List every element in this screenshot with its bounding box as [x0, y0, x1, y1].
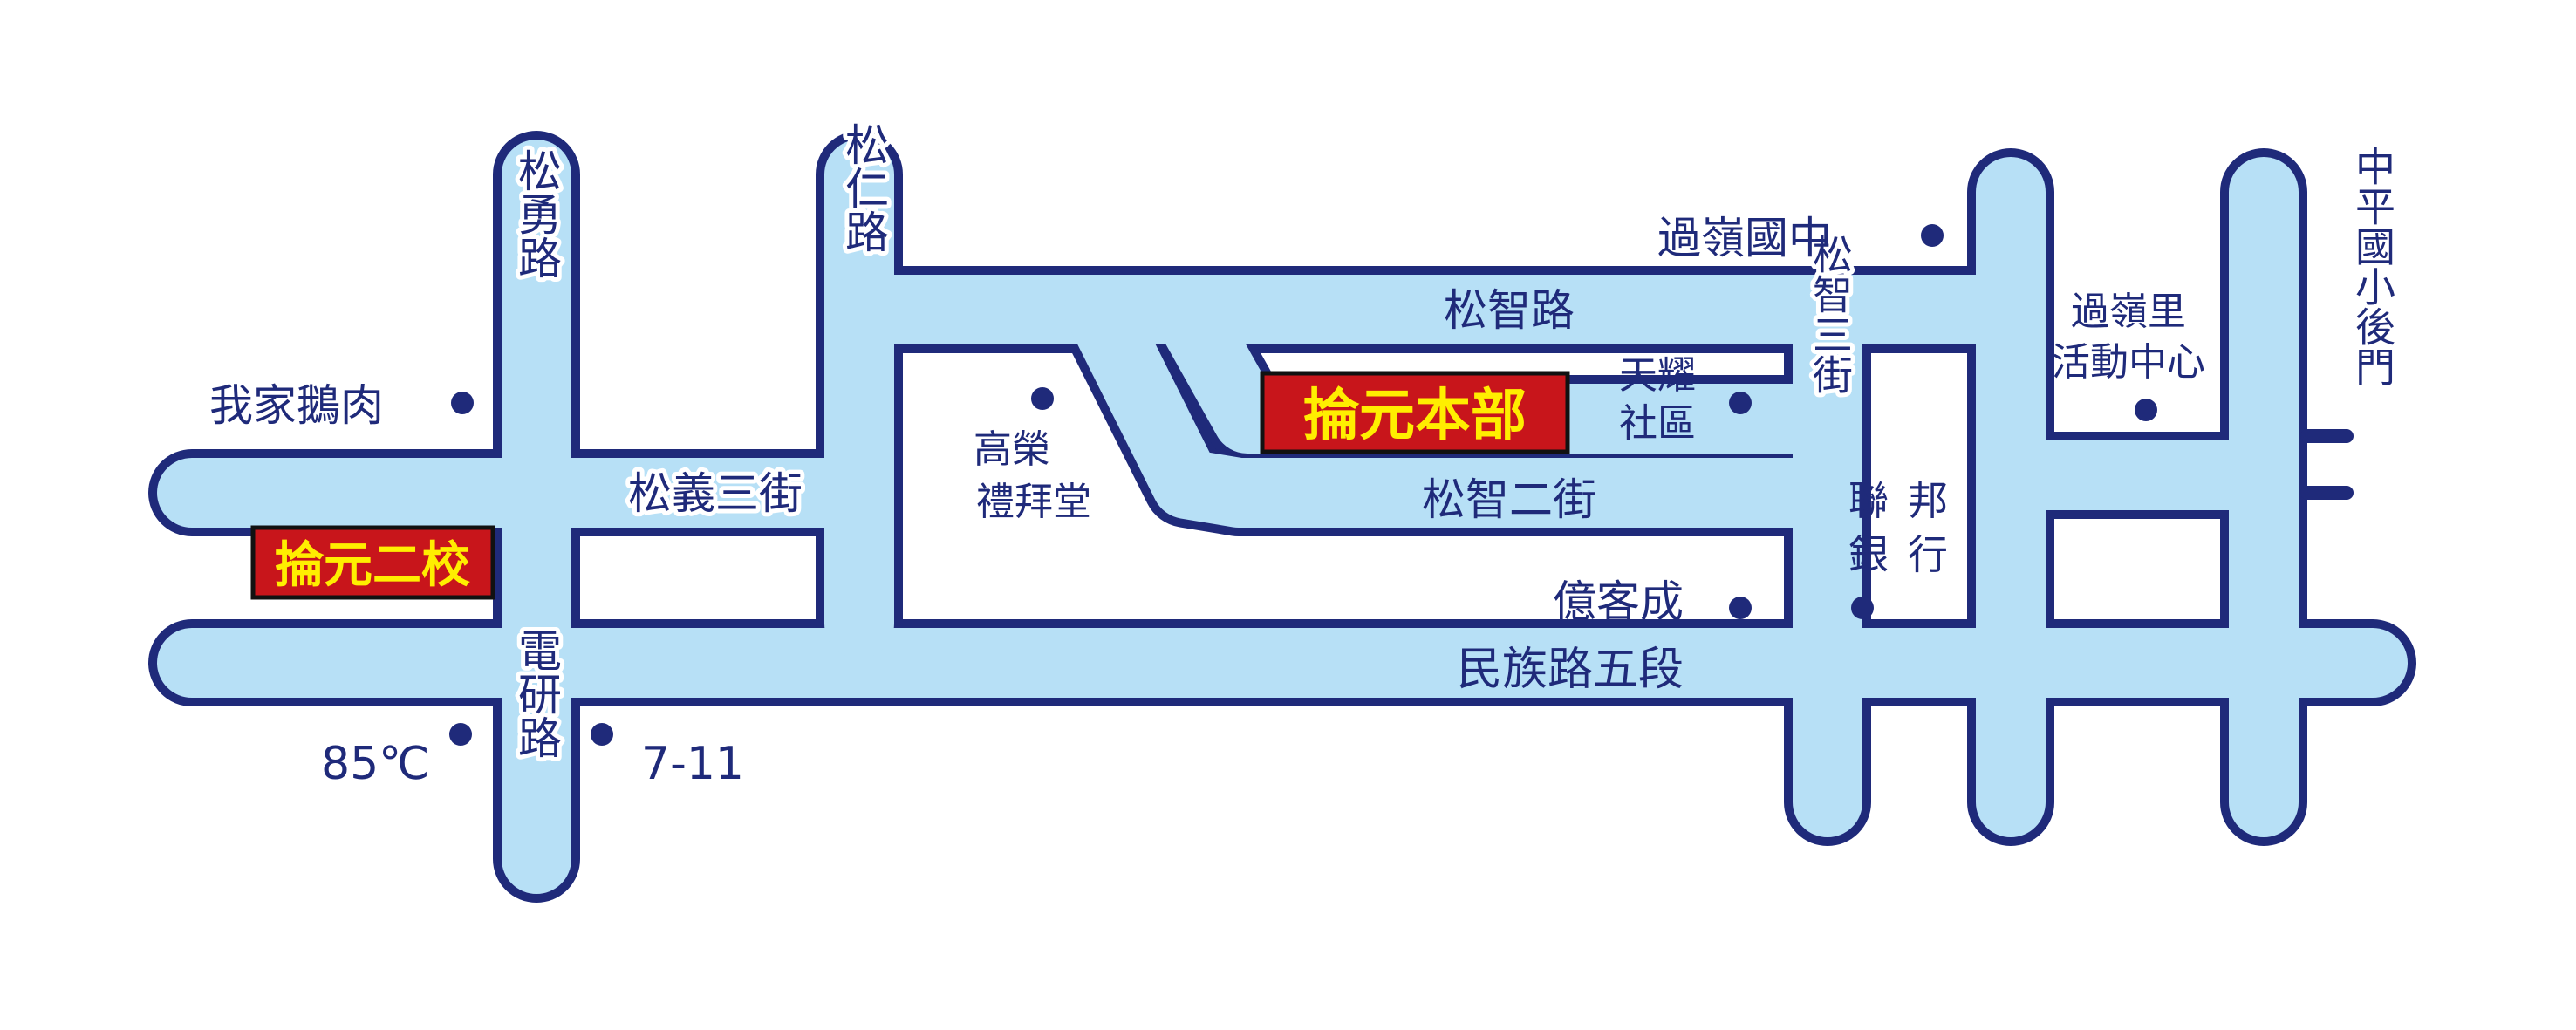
svg-text:85℃: 85℃ [321, 738, 430, 790]
svg-text:中平國小後門: 中平國小後門 [2349, 146, 2396, 386]
landmark-guoling-activity-center: 過嶺里 活動中心 [2052, 290, 2205, 421]
gaorong-church-marker [1031, 387, 1054, 410]
road-minzu-5-label: 民族路五段 [1457, 644, 1684, 696]
landmark-wojia-goose: 我家鵝肉 [209, 380, 474, 431]
svg-text:行: 行 [1908, 531, 1948, 578]
road-songren-label: 松仁路 [838, 122, 889, 253]
landmark-tianyao-community: 天耀 社區 [1619, 353, 1752, 446]
landmark-guoling-junior-high: 過嶺國中 [1657, 213, 1944, 263]
landmark-gaorong-church: 高榮 禮拜堂 [974, 387, 1091, 524]
school-signs: 掄元本部 掄元二校 [250, 371, 1570, 600]
svg-text:高榮: 高榮 [974, 427, 1050, 472]
main-campus-sign-label: 掄元本部 [1303, 384, 1527, 448]
landmark-cafe-85: 85℃ [321, 723, 472, 790]
union-bank-marker [1851, 597, 1874, 619]
svg-text:銀: 銀 [1848, 531, 1889, 578]
road-network [148, 131, 2416, 903]
road-songzhi-2-label: 松智二街 [1422, 474, 1596, 525]
guoling-junior-high-marker [1921, 224, 1944, 247]
landmark-yikecheng: 億客成 [1553, 576, 1752, 627]
second-campus-sign: 掄元二校 [250, 525, 495, 600]
road-songyi-3-label: 松義三街 [628, 468, 803, 519]
road-labels: 松勇路 松仁路 松智路 松義三街 松智二街 松智三街 民族路五段 電研路 [507, 118, 1858, 763]
svg-text:禮拜堂: 禮拜堂 [976, 480, 1091, 524]
svg-text:社區: 社區 [1619, 401, 1696, 446]
cafe-85-marker [449, 723, 472, 746]
second-campus-sign-label: 掄元二校 [275, 537, 470, 594]
svg-text:天耀: 天耀 [1619, 353, 1696, 398]
yikecheng-marker [1729, 597, 1752, 619]
wojia-goose-marker [451, 392, 474, 414]
svg-text:億客成: 億客成 [1553, 576, 1684, 627]
svg-text:聯: 聯 [1848, 477, 1889, 524]
guoling-center-marker [2135, 399, 2157, 421]
landmark-union-bank: 聯 銀 邦 行 [1848, 477, 1948, 619]
svg-text:過嶺里: 過嶺里 [2071, 290, 2186, 334]
seven-eleven-marker [591, 723, 613, 746]
svg-text:活動中心: 活動中心 [2052, 340, 2205, 385]
road-songzhi-3-label: 松智三街 [1807, 234, 1854, 394]
landmark-zhongping-school-backgate: 中平國小後門 [2349, 146, 2396, 386]
landmark-seven-eleven: 7-11 [591, 723, 744, 790]
landmarks: 過嶺國中 我家鵝肉 高榮 禮拜堂 天耀 社區 過嶺里 活動中心 中平國小後門 聯… [209, 146, 2396, 790]
tianyao-marker [1729, 392, 1752, 414]
road-songyong-label: 松勇路 [511, 148, 562, 279]
svg-text:7-11: 7-11 [641, 738, 744, 790]
svg-text:過嶺國中: 過嶺國中 [1657, 213, 1832, 263]
svg-text:我家鵝肉: 我家鵝肉 [209, 380, 384, 431]
svg-text:邦: 邦 [1908, 477, 1948, 524]
main-campus-sign: 掄元本部 [1260, 371, 1570, 454]
road-songzhi-label: 松智路 [1444, 285, 1575, 336]
road-dianyan-label: 電研路 [511, 628, 562, 759]
